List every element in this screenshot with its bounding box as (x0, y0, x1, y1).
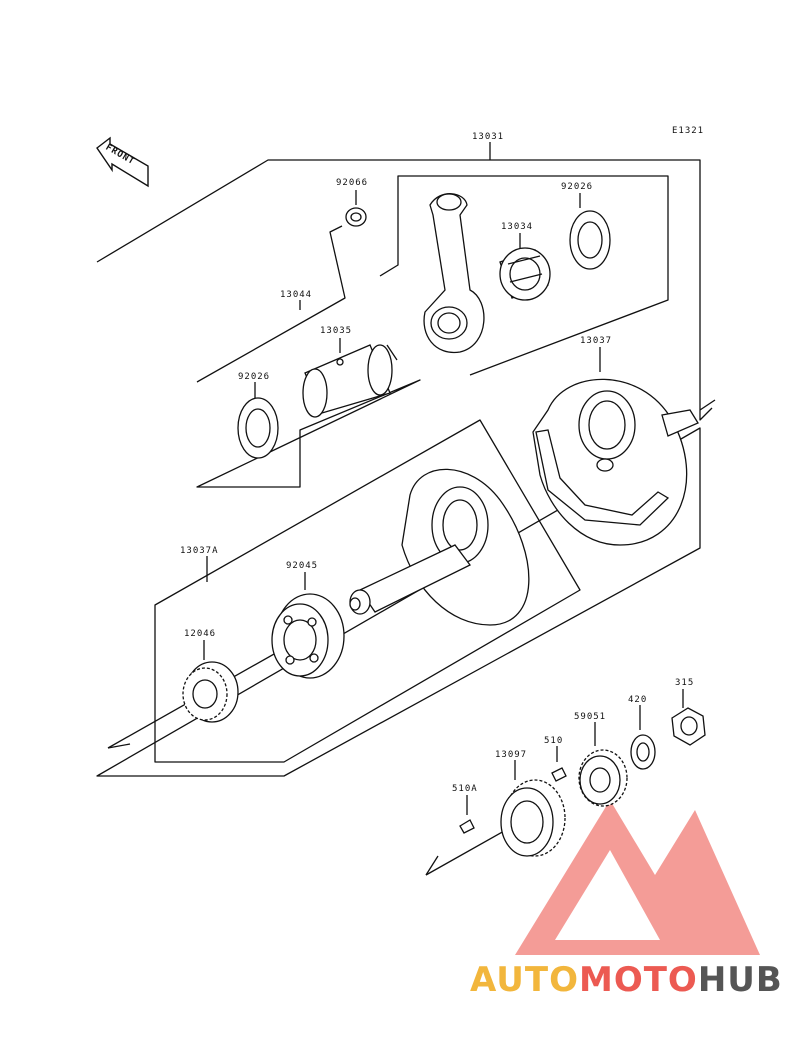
part-510A-key (459, 819, 475, 834)
part-420-washer (630, 734, 656, 770)
part-315-nut (671, 707, 706, 746)
part-92026-washer-top (569, 210, 611, 270)
part-13097-gear (500, 779, 566, 857)
part-connecting-rod (423, 193, 485, 354)
label-315[interactable]: 315 (675, 678, 695, 688)
label-510A[interactable]: 510A (452, 784, 478, 794)
label-92026-left[interactable]: 92026 (238, 372, 271, 382)
label-13034[interactable]: 13034 (501, 222, 534, 232)
part-92045-ball-bearing (271, 593, 345, 679)
label-92045[interactable]: 92045 (286, 561, 319, 571)
watermark-logo (515, 800, 760, 955)
part-92026-washer-left (237, 397, 279, 459)
label-13097[interactable]: 13097 (495, 750, 528, 760)
part-13035-crank-pin (302, 344, 393, 418)
label-510[interactable]: 510 (544, 736, 564, 746)
label-13037A[interactable]: 13037A (180, 546, 219, 556)
label-13031[interactable]: 13031 (472, 132, 505, 142)
label-59051[interactable]: 59051 (574, 712, 607, 722)
label-12046[interactable]: 12046 (184, 629, 217, 639)
label-13035[interactable]: 13035 (320, 326, 353, 336)
part-13034-needle-bearing (499, 247, 551, 301)
part-12046-gear (182, 661, 239, 723)
assembly-outline-13037A (154, 419, 581, 763)
watermark-text: AUTOMOTOHUB (470, 960, 783, 1000)
part-13037-flywheel-right (532, 378, 699, 546)
label-13037[interactable]: 13037 (580, 336, 613, 346)
label-13044[interactable]: 13044 (280, 290, 313, 300)
label-420[interactable]: 420 (628, 695, 648, 705)
part-13037A-flywheel-left (349, 468, 530, 626)
label-92066[interactable]: 92066 (336, 178, 369, 188)
part-92066-bushing (345, 207, 367, 227)
front-arrow-icon (96, 136, 149, 188)
assembly-outline-13044 (196, 175, 669, 488)
label-92026-top[interactable]: 92026 (561, 182, 594, 192)
part-59051-gear (578, 749, 628, 807)
diagram-code: E1321 (672, 126, 705, 136)
part-510-key (551, 767, 567, 782)
